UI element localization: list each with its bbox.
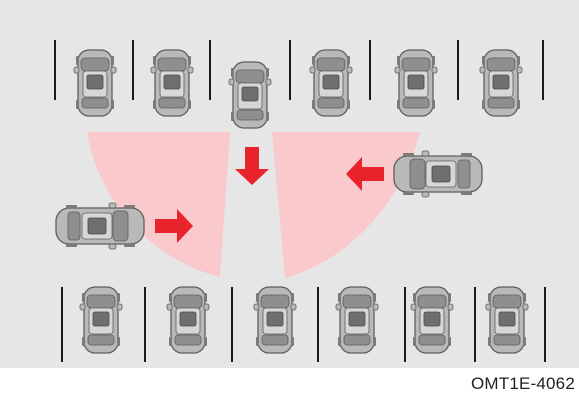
parked-car bbox=[254, 287, 296, 353]
cross-traffic-car-left bbox=[56, 203, 144, 249]
parked-car bbox=[395, 50, 437, 116]
parked-car bbox=[80, 287, 122, 353]
parked-car bbox=[486, 287, 528, 353]
parked-car bbox=[411, 287, 453, 353]
diagram-code: OMT1E-4062 bbox=[471, 374, 575, 394]
parked-car bbox=[167, 287, 209, 353]
parked-car bbox=[310, 50, 352, 116]
cross-traffic-car-right bbox=[394, 151, 482, 197]
parked-car bbox=[151, 50, 193, 116]
reversing-vehicle bbox=[229, 62, 271, 128]
parked-car bbox=[480, 50, 522, 116]
parked-car bbox=[74, 50, 116, 116]
parked-car bbox=[336, 287, 378, 353]
